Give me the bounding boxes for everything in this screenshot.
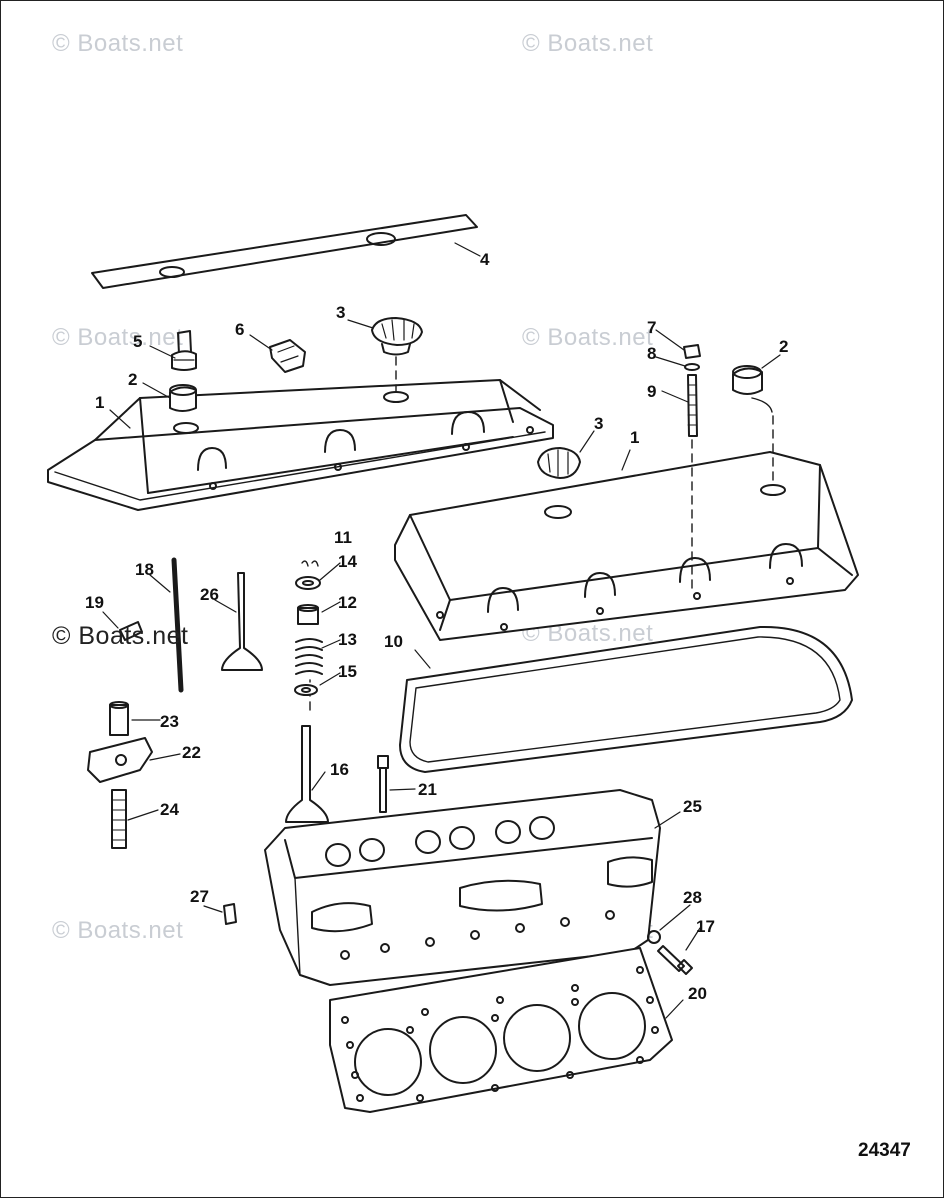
part-2-grommet-right [732, 365, 773, 413]
part-14-retainer [295, 576, 321, 590]
callout-5: 5 [133, 332, 143, 351]
callout-8: 8 [647, 344, 657, 363]
part-20-head-gasket [329, 947, 673, 1113]
callout-19: 19 [85, 593, 104, 612]
callout-16: 16 [330, 760, 349, 779]
callout-14: 14 [338, 552, 357, 571]
part-11-keepers [301, 560, 319, 567]
callout-2: 2 [779, 337, 789, 356]
callout-22: 22 [182, 743, 201, 762]
callout-26: 26 [200, 585, 219, 604]
callout-10: 10 [384, 632, 403, 651]
watermark: © Boats.net [52, 324, 184, 351]
callout-1: 1 [630, 428, 640, 447]
part-10-cover-gasket [399, 625, 853, 773]
part-15-shim [294, 684, 318, 696]
part-19-bracket [119, 621, 143, 641]
callout-23: 23 [160, 712, 179, 731]
watermark: © Boats.net [52, 622, 189, 650]
callout-6: 6 [235, 320, 245, 339]
part-25-cylinder-head [264, 789, 661, 986]
part-9-stud [687, 374, 698, 437]
callout-4: 4 [480, 250, 490, 269]
part-4-gasket-strip [91, 214, 478, 289]
callout-24: 24 [160, 800, 179, 819]
part-27-dowel [223, 903, 237, 925]
part-3-oil-cap-right [537, 447, 581, 479]
callout-1: 1 [95, 393, 105, 412]
part-2-grommet-left [169, 384, 197, 412]
callout-25: 25 [683, 797, 702, 816]
part-1-valve-cover-left [47, 379, 554, 511]
callout-27: 27 [190, 887, 209, 906]
callout-3: 3 [594, 414, 604, 433]
part-22-rocker-arm [87, 737, 153, 783]
part-3-oil-cap-left [371, 317, 423, 356]
callout-17: 17 [696, 917, 715, 936]
part-28-washer [647, 930, 661, 944]
part-18-pushrod [171, 557, 184, 693]
callout-3: 3 [336, 303, 346, 322]
watermark: © Boats.net [52, 917, 184, 944]
callout-12: 12 [338, 593, 357, 612]
part-8-washer [684, 363, 700, 371]
callout-11: 11 [334, 528, 352, 547]
part-24-rocker-stud [111, 789, 127, 849]
part-7-nut [683, 344, 701, 359]
diagram-number: 24347 [858, 1140, 911, 1161]
part-16-valve [285, 725, 329, 823]
part-1-valve-cover-right [394, 451, 859, 641]
part-13-spring [295, 638, 323, 675]
callout-15: 15 [338, 662, 357, 681]
callout-9: 9 [647, 382, 657, 401]
watermark: © Boats.net [52, 30, 184, 57]
callout-13: 13 [338, 630, 357, 649]
part-21-bolt [377, 755, 389, 813]
callout-2: 2 [128, 370, 138, 389]
part-26-valve [221, 572, 263, 671]
callout-21: 21 [418, 780, 437, 799]
leader-lines [102, 242, 781, 1019]
callout-20: 20 [688, 984, 707, 1003]
callout-7: 7 [647, 318, 657, 337]
part-23-pivot [109, 701, 129, 736]
callout-18: 18 [135, 560, 154, 579]
part-17-bolt [657, 945, 693, 975]
watermark: © Boats.net [522, 30, 654, 57]
part-12-seal [297, 604, 319, 625]
part-5-breather [171, 330, 197, 371]
part-6-clip [269, 339, 306, 373]
callout-28: 28 [683, 888, 702, 907]
watermark: © Boats.net [522, 324, 654, 351]
